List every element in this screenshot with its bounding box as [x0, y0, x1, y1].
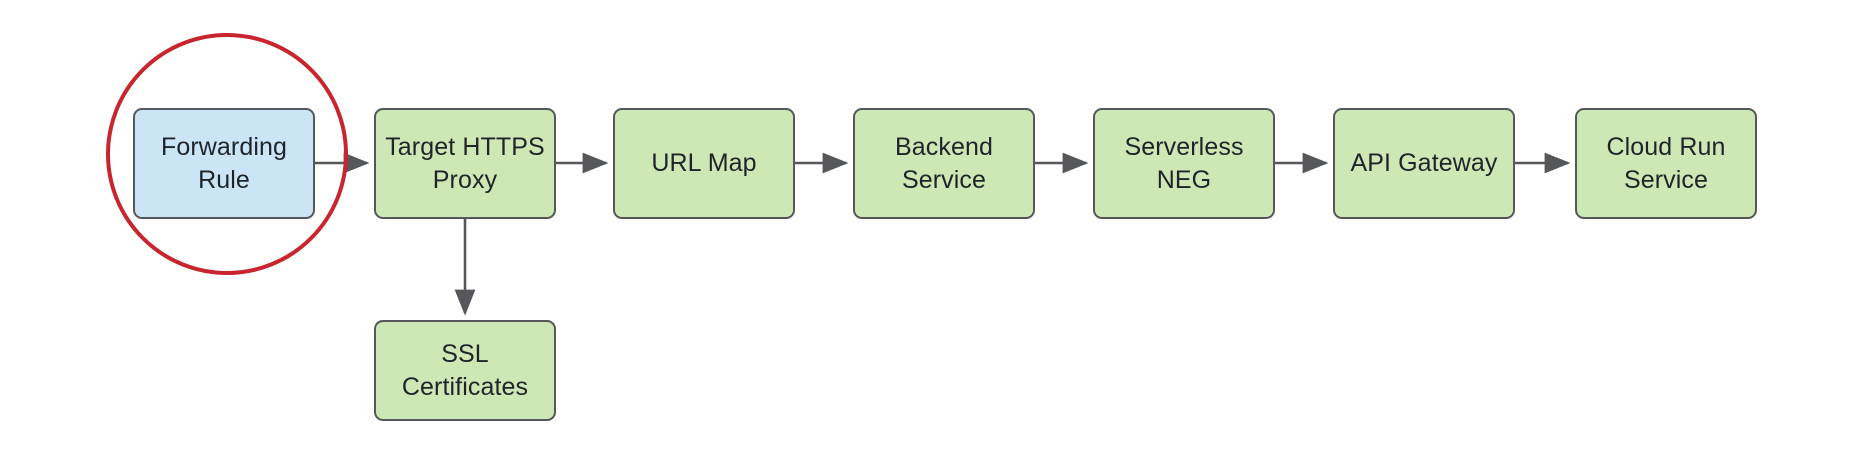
node-ssl-certificates[interactable]: SSL Certificates: [374, 320, 556, 421]
node-target-https-proxy[interactable]: Target HTTPS Proxy: [374, 108, 556, 219]
node-serverless-neg[interactable]: Serverless NEG: [1093, 108, 1275, 219]
node-cloud-run-service[interactable]: Cloud Run Service: [1575, 108, 1757, 219]
node-api-gateway[interactable]: API Gateway: [1333, 108, 1515, 219]
highlight-circle-forwarding-rule: [106, 33, 348, 275]
node-url-map[interactable]: URL Map: [613, 108, 795, 219]
node-backend-service[interactable]: Backend Service: [853, 108, 1035, 219]
node-forwarding-rule[interactable]: Forwarding Rule: [133, 108, 315, 219]
